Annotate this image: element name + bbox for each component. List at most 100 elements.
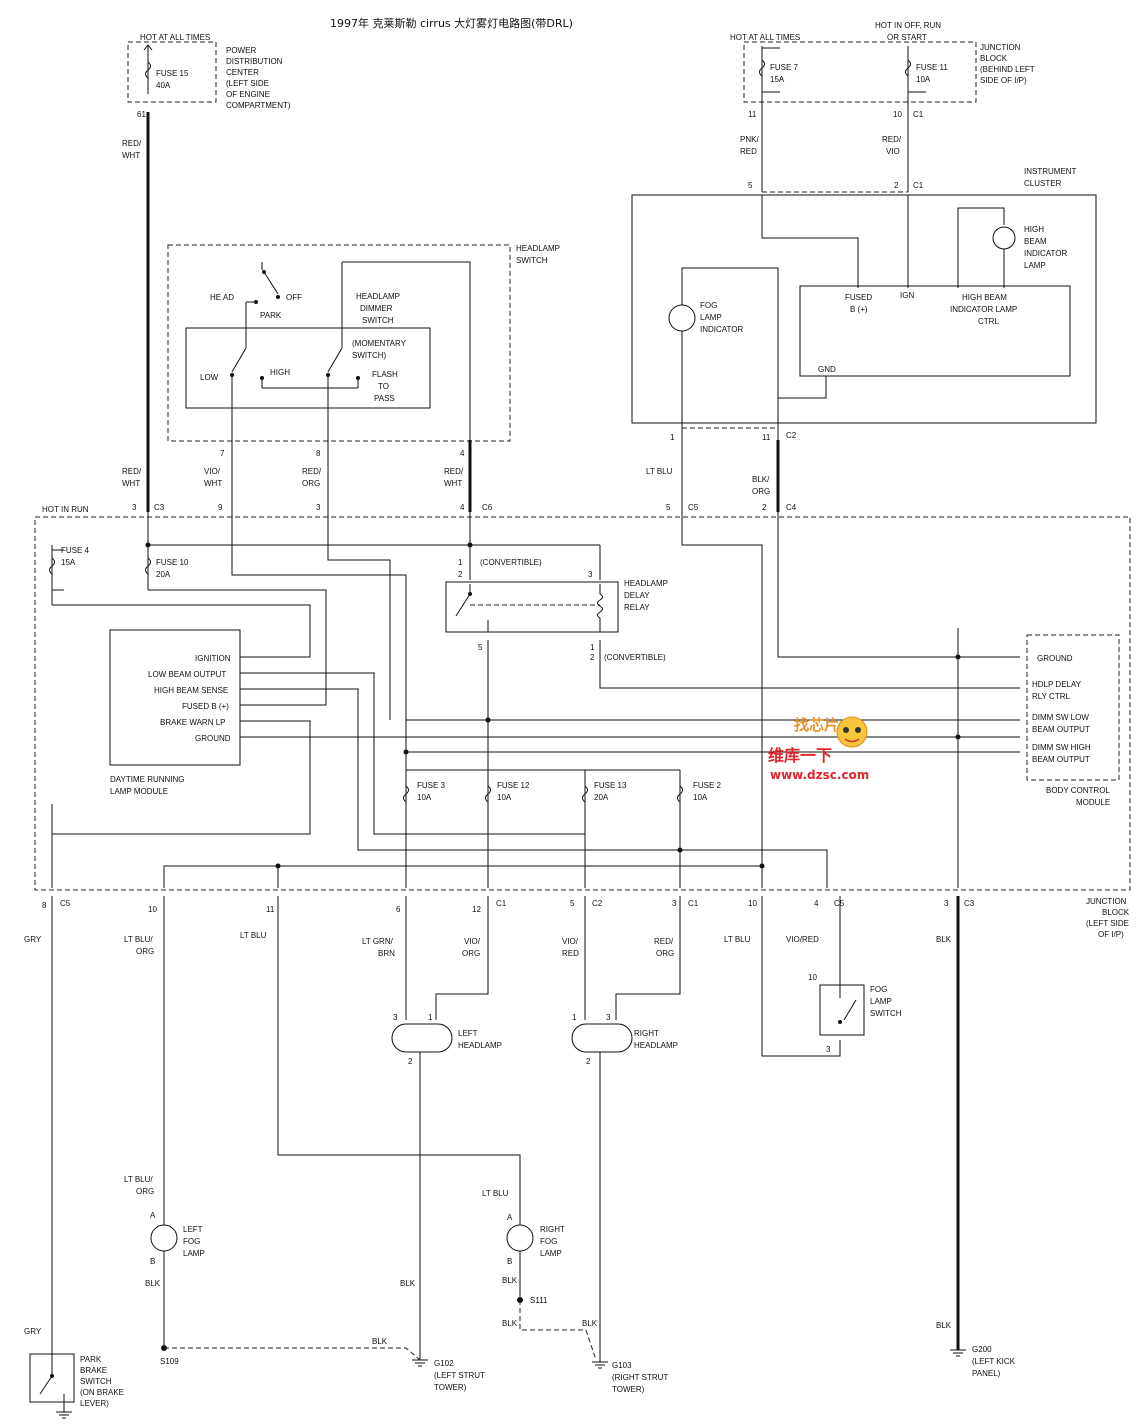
svg-text:INDICATOR: INDICATOR [1024,249,1067,258]
cluster-pin1: 1 [670,433,675,442]
svg-text:RIGHT: RIGHT [634,1029,659,1038]
ground-g102-label: G102 (LEFT STRUT TOWER) [434,1359,485,1392]
right-fog-blk: BLK [502,1276,518,1285]
svg-text:CENTER: CENTER [226,68,259,77]
jb-p4: 4 [460,503,465,512]
svg-text:C5: C5 [834,899,845,908]
svg-text:RIGHT: RIGHT [540,1225,565,1234]
fuse13-label: FUSE 13 [594,781,627,790]
bcm-hdlp-delay-1: HDLP DELAY [1032,680,1082,689]
relay-convertible: (CONVERTIBLE) [480,558,542,567]
jb-top-hot2-2: OR START [887,33,927,42]
bcm-ground: GROUND [1037,654,1073,663]
svg-text:G200: G200 [972,1345,992,1354]
svg-text:RELAY: RELAY [624,603,650,612]
svg-text:JUNCTION: JUNCTION [980,43,1021,52]
jb-p3: 3 [316,503,321,512]
right-fog-lamp [506,1224,534,1252]
park-brake-label: PARK BRAKE SWITCH (ON BRAKE LEVER) [80,1355,124,1408]
svg-text:8: 8 [42,901,47,910]
hl-momentary-2: SWITCH) [352,351,387,360]
relay-label: HEADLAMP DELAY RELAY [624,579,668,612]
pdc-pin: 61 [137,110,146,119]
left-fog-b: B [150,1257,155,1266]
svg-text:HEADLAMP: HEADLAMP [624,579,668,588]
jb-top-pin11: 11 [748,110,757,119]
svg-text:TOWER): TOWER) [434,1383,467,1392]
left-hl-pin3: 3 [393,1013,398,1022]
bcm-label-1: BODY CONTROL [1046,786,1110,795]
svg-text:HEADLAMP: HEADLAMP [634,1041,678,1050]
fuse3-rating: 10A [417,793,432,802]
fog-lamp-indicator-bulb [668,304,696,332]
wire-blk-g200: BLK [936,935,952,944]
fuse12-label: FUSE 12 [497,781,530,790]
wire-lt-blu-3: LT BLU [724,935,751,944]
svg-text:POWER: POWER [226,46,256,55]
svg-text:BEAM: BEAM [1024,237,1047,246]
svg-text:3: 3 [672,899,677,908]
wire-lt-blu-2: LT BLU [240,931,267,940]
wire-red-wht2-1: RED/ [444,467,464,476]
svg-text:LAMP: LAMP [700,313,722,322]
cluster-pin11: 11 [762,433,771,442]
pdc-hot-label: HOT AT ALL TIMES [140,33,210,42]
jb-p9: 9 [218,503,223,512]
svg-text:FOG: FOG [700,301,717,310]
svg-text:BLOCK: BLOCK [980,54,1008,63]
fuse4-rating: 15A [61,558,76,567]
fuse7-label: FUSE 7 [770,63,799,72]
wire-pnk-red-2: RED [740,147,757,156]
jb-hot-in-run: HOT IN RUN [42,505,89,514]
hl-switch-park: PARK [260,311,282,320]
fuse10-label: FUSE 10 [156,558,189,567]
svg-text:PARK: PARK [80,1355,102,1364]
svg-text:3: 3 [944,899,949,908]
body-control-module [1026,634,1120,781]
wire-red-org2-2: ORG [656,949,674,958]
relay-pin2b: 2 [590,653,595,662]
fuse4-label: FUSE 4 [61,546,90,555]
bcm-dimm-high-2: BEAM OUTPUT [1032,755,1090,764]
wire-lt-blu-org-3: LT BLU/ [124,1175,153,1184]
svg-text:BRAKE: BRAKE [80,1366,107,1375]
svg-text:OF ENGINE: OF ENGINE [226,90,270,99]
cluster-label-1: INSTRUMENT [1024,167,1077,176]
svg-text:LAMP: LAMP [540,1249,562,1258]
svg-text:HIGH: HIGH [1024,225,1044,234]
instrument-cluster [631,194,1097,424]
svg-text:CTRL: CTRL [978,317,999,326]
svg-text:6: 6 [396,905,401,914]
svg-text:OF I/P): OF I/P) [1098,930,1124,939]
hl-switch-label-2: SWITCH [516,256,548,265]
svg-text:G102: G102 [434,1359,454,1368]
svg-text:SIDE OF I/P): SIDE OF I/P) [980,76,1027,85]
pdc-fuse-label: FUSE 15 [156,69,189,78]
wire-vio-red-2: RED [562,949,579,958]
headlamp-delay-relay [445,581,619,633]
jb-top-pin10: 10 [893,110,902,119]
svg-text:TOWER): TOWER) [612,1385,645,1394]
wire-red-wht2-2: WHT [444,479,462,488]
fuse12-rating: 10A [497,793,512,802]
cluster-pin2: 2 [894,181,899,190]
hl-pin7: 7 [220,449,225,458]
svg-text:HEADLAMP: HEADLAMP [356,292,400,301]
bcm-dimm-high-1: DIMM SW HIGH [1032,743,1091,752]
hl-switch-label-1: HEADLAMP [516,244,560,253]
cluster-gnd: GND [818,365,836,374]
svg-text:G103: G103 [612,1361,632,1370]
jb-c5: C5 [688,503,699,512]
svg-text:5: 5 [570,899,575,908]
fuse2-rating: 10A [693,793,708,802]
relay-pin3: 3 [588,570,593,579]
wire-lt-blu-org-2: ORG [136,947,154,956]
s109-blk: BLK [372,1337,388,1346]
splice-s109: S109 [160,1357,179,1366]
right-hl-pin3: 3 [606,1013,611,1022]
cluster-ctrl-box [799,285,1071,377]
wire-red-org-2: ORG [302,479,320,488]
right-hl-pin2: 2 [586,1057,591,1066]
svg-text:(LEFT SIDE: (LEFT SIDE [1086,919,1129,928]
